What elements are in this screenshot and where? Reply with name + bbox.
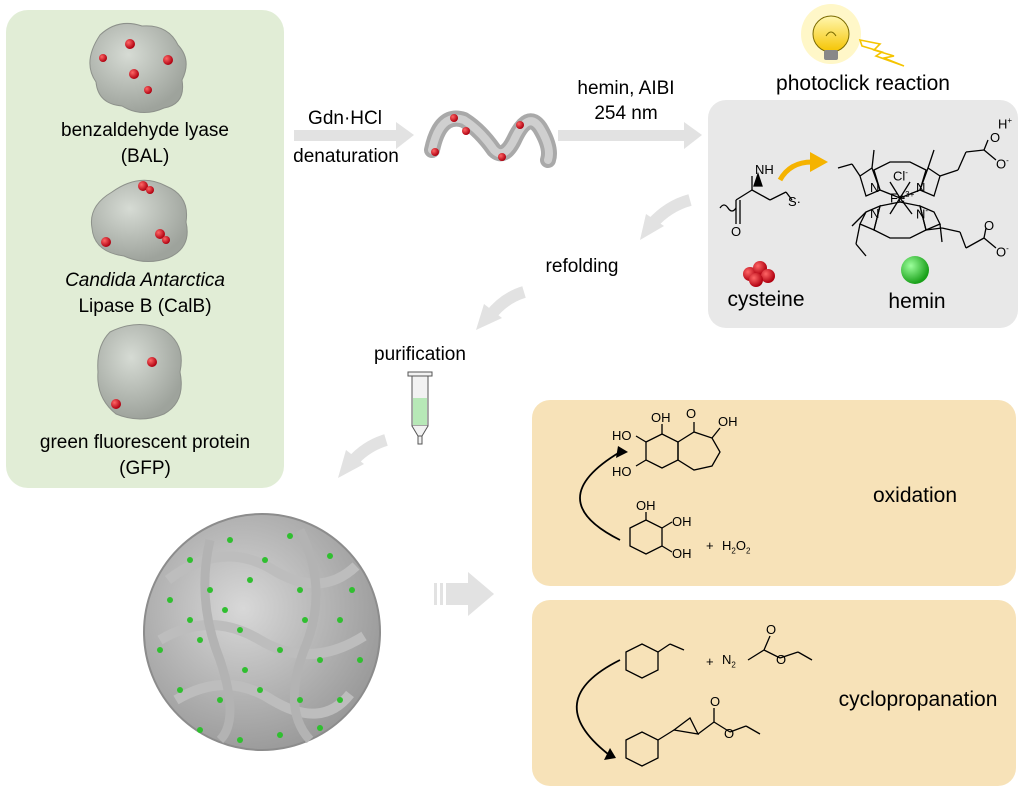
label-fe: Fe3+ [890, 190, 915, 206]
label-oh-5: OH [672, 546, 692, 561]
mechanism-panel [708, 100, 1018, 328]
hemin-icon [901, 256, 929, 284]
gfp-name: green fluorescent protein [39, 432, 251, 453]
label-h-plus: H+ [998, 116, 1013, 132]
label-oh-2: OH [718, 414, 738, 429]
bal-name: benzaldehyde lyase [61, 120, 229, 141]
cysteine-structure [719, 171, 793, 224]
label-o-ester-2: O [776, 652, 787, 667]
oxidation-label: oxidation [872, 484, 958, 507]
bal-abbr: (BAL) [120, 146, 170, 167]
purification-column-icon [407, 371, 433, 445]
label-oh-1: OH [651, 410, 671, 425]
label-o-bottom-1: O [984, 218, 995, 233]
label-plus-2: + [706, 654, 714, 669]
step-photoclick: photoclick reaction [776, 72, 950, 95]
oxidation-structures [629, 422, 721, 555]
cyclopropanation-arrowhead [604, 748, 616, 760]
label-n-minus: N- [916, 206, 929, 222]
cyclopropanation-structures [625, 635, 813, 767]
reagent-gdn-hcl: Gdn·HCl [308, 108, 382, 129]
arrow-purify [338, 434, 388, 478]
denatured-protein [424, 110, 557, 168]
label-o-bottom-2: O- [996, 244, 1009, 260]
label-ho-2: HO [612, 464, 632, 479]
hemin-label: hemin [888, 290, 946, 313]
cysteine-icon [743, 261, 775, 287]
label-n-3: N [870, 206, 880, 221]
calb-name-italic: Candida Antarctica [65, 270, 225, 291]
arrow-refold-2 [476, 286, 526, 330]
label-o-carbonyl: O [731, 224, 742, 239]
reagent-hemin-aibi: hemin, AIBI [577, 78, 675, 99]
label-h2o2: H2O2 [722, 538, 751, 556]
oxidation-panel [532, 400, 1016, 586]
label-ho-1: HO [612, 428, 632, 443]
label-n-1: N [870, 180, 880, 195]
label-o-ester-3: O [710, 694, 721, 709]
label-cl: Cl- [893, 168, 908, 184]
hemin-structure [837, 139, 997, 257]
label-n-2: N [916, 180, 926, 195]
nanozyme-sphere [143, 513, 381, 751]
oxidation-cycle-arrow [579, 451, 621, 541]
label-plus-1: + [706, 538, 714, 553]
label-o-ester-1: O [766, 622, 777, 637]
label-nh: NH [755, 162, 774, 177]
step-denaturation: denaturation [293, 146, 399, 167]
arrow-refold-1 [640, 194, 692, 240]
bal-structure [89, 23, 187, 113]
arrow-photoclick [558, 122, 702, 149]
reagent-254nm: 254 nm [594, 103, 658, 124]
calb-structure [90, 179, 188, 262]
step-purification: purification [374, 344, 466, 365]
label-o-top-1: O [990, 130, 1001, 145]
radical-arrow [777, 152, 828, 182]
arrow-catalysis [434, 572, 494, 616]
arrow-denature [294, 122, 414, 149]
lightning-icon [858, 38, 905, 67]
label-oh-3: OH [636, 498, 656, 513]
gfp-structure [97, 324, 182, 420]
label-s-radical: S· [788, 194, 801, 209]
label-o-ester-4: O [724, 726, 735, 741]
cyclopropanation-cycle-arrow [575, 659, 621, 755]
cysteine-label: cysteine [727, 288, 805, 311]
lightbulb-icon [801, 4, 861, 64]
oxidation-arrowhead [616, 446, 628, 458]
label-oh-4: OH [672, 514, 692, 529]
gfp-abbr: (GFP) [119, 458, 171, 479]
cyclopropanation-label: cyclopropanation [838, 688, 998, 711]
label-n2: N2 [722, 652, 736, 670]
label-o-top-2: O- [996, 156, 1009, 172]
step-refolding: refolding [545, 256, 619, 277]
calb-name: Lipase B (CalB) [78, 296, 212, 317]
label-o-ketone: O [686, 406, 697, 421]
